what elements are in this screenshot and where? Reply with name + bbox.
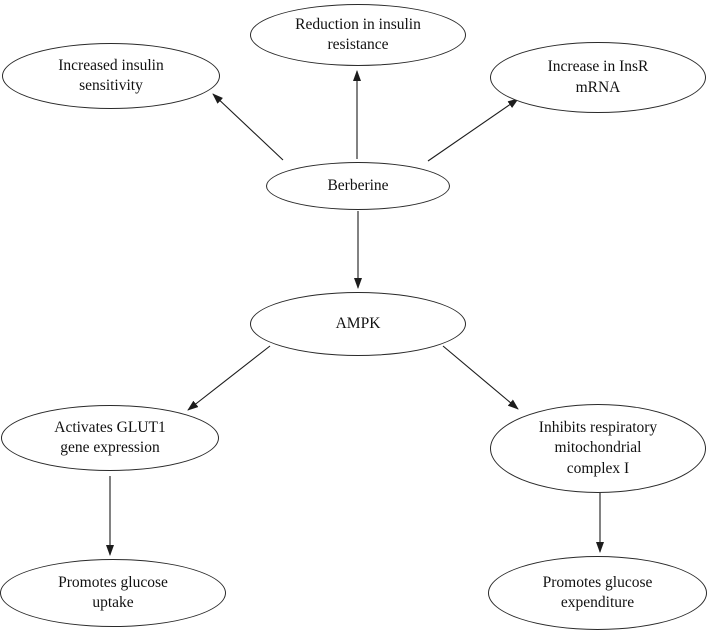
- node-inhibits-complex1: Inhibits respiratory mitochondrial compl…: [490, 404, 706, 493]
- node-increased-insulin-sensitivity: Increased insulin sensitivity: [2, 43, 220, 109]
- arrow-berberine-to-insulin-sensitivity: [212, 93, 284, 161]
- node-activates-glut1: Activates GLUT1 gene expression: [1, 405, 219, 471]
- node-label: Activates GLUT1 gene expression: [54, 418, 166, 456]
- node-label: AMPK: [335, 314, 381, 332]
- node-increase-insr-mrna: Increase in InsR mRNA: [490, 42, 706, 113]
- node-berberine: Berberine: [266, 162, 450, 210]
- node-reduction-insulin-resistance: Reduction in insulin resistance: [250, 4, 466, 66]
- node-ampk: AMPK: [250, 292, 466, 356]
- node-label: Increased insulin sensitivity: [58, 56, 164, 94]
- node-label: Promotes glucose expenditure: [542, 573, 653, 611]
- arrow-ampk-to-complex1: [442, 345, 519, 410]
- node-label: Berberine: [327, 176, 389, 194]
- arrow-ampk-to-glut1: [187, 345, 271, 411]
- node-promotes-glucose-uptake: Promotes glucose uptake: [0, 559, 226, 627]
- node-promotes-glucose-expenditure: Promotes glucose expenditure: [488, 556, 707, 630]
- node-label: Reduction in insulin resistance: [295, 15, 421, 53]
- node-label: Promotes glucose uptake: [58, 573, 168, 611]
- node-label: Inhibits respiratory mitochondrial compl…: [538, 418, 658, 477]
- arrow-berberine-to-insr-mrna: [427, 98, 519, 162]
- node-label: Increase in InsR mRNA: [547, 58, 649, 96]
